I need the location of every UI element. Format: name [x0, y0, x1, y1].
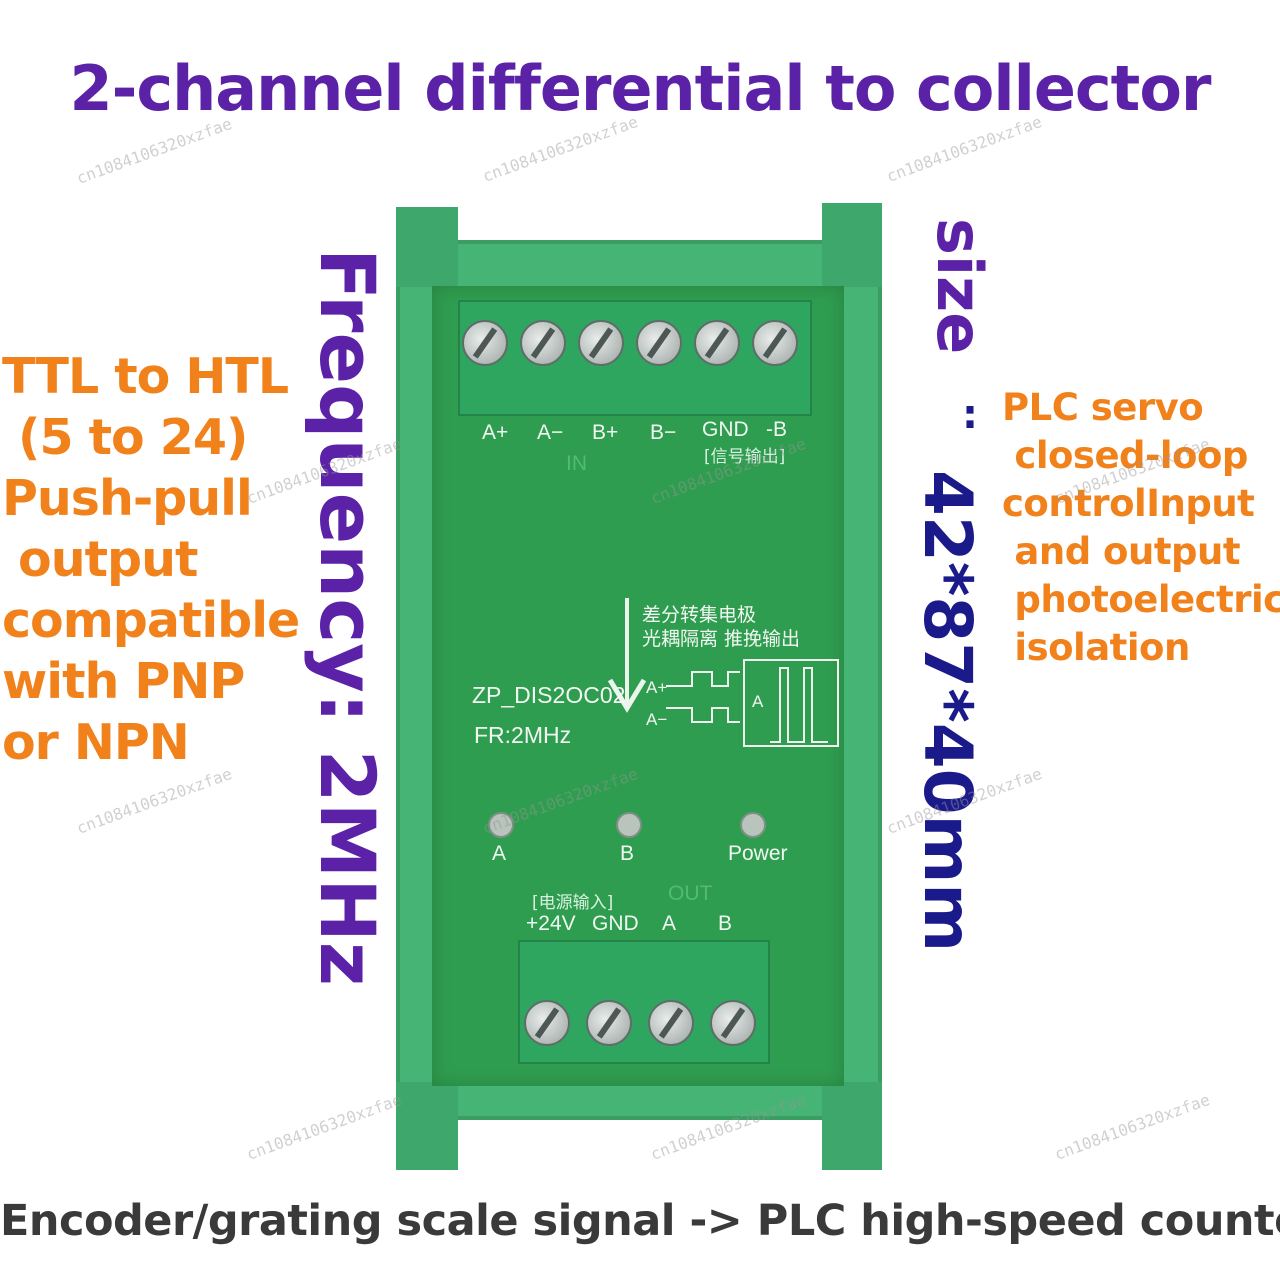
din-rail-clip [822, 203, 882, 287]
output-pin-label: +24V [526, 912, 576, 935]
screw-icon[interactable] [462, 320, 508, 366]
input-pin-label: A− [537, 421, 564, 444]
right-line: isolation [1002, 626, 1190, 669]
screw-icon[interactable] [710, 1000, 756, 1046]
screw-icon[interactable] [694, 320, 740, 366]
board-frequency: FR:2MHz [474, 722, 572, 748]
led-power-indicator [740, 812, 766, 838]
left-line: output [2, 531, 198, 588]
right-feature-text: PLC servo closed-loop controlInput and o… [1002, 384, 1280, 672]
right-line: photoelectric [1002, 578, 1280, 621]
input-pin-label: B− [650, 421, 677, 444]
arrow-down-icon [607, 598, 647, 713]
screw-icon[interactable] [520, 320, 566, 366]
screw-icon[interactable] [636, 320, 682, 366]
screw-icon[interactable] [648, 1000, 694, 1046]
wave-label: A+ [646, 678, 668, 697]
waveform-icon [666, 659, 839, 747]
power-chinese-label: [电源输入] [532, 893, 614, 913]
screw-icon[interactable] [524, 1000, 570, 1046]
left-line: compatible [2, 592, 300, 649]
led-a-indicator [488, 812, 514, 838]
footer-text: Encoder/grating scale signal -> PLC high… [0, 1196, 1280, 1246]
in-mark: IN [566, 452, 587, 475]
right-line: and output [1002, 530, 1241, 573]
input-pin-label: GND [702, 418, 749, 441]
wave-label: A− [646, 710, 668, 729]
screw-icon[interactable] [752, 320, 798, 366]
din-rail-clip [396, 1082, 458, 1170]
din-rail-clip [822, 1082, 882, 1170]
watermark-text: cn1084106320xzfae [74, 763, 235, 838]
screw-icon[interactable] [578, 320, 624, 366]
screw-icon[interactable] [586, 1000, 632, 1046]
size-value: 42*87*40mm [909, 470, 986, 953]
watermark-text: cn1084106320xzfae [244, 1089, 405, 1164]
right-line: controlInput [1002, 482, 1255, 525]
board-chinese-text: 光耦隔离 推挽输出 [642, 628, 801, 650]
output-pin-label: A [662, 912, 677, 935]
input-pin-label: B+ [592, 421, 619, 444]
watermark-text: cn1084106320xzfae [1052, 1089, 1213, 1164]
input-terminal-block [458, 300, 812, 416]
input-pin-label: A+ [482, 421, 509, 444]
led-label: A [492, 842, 507, 865]
right-line: closed-loop [1002, 434, 1248, 477]
left-line: Push-pull [2, 470, 253, 527]
left-feature-text: TTL to HTL (5 to 24) Push-pull output co… [2, 346, 300, 773]
wave-label: A [752, 692, 764, 711]
left-line: with PNP [2, 653, 245, 710]
left-line: (5 to 24) [2, 409, 248, 466]
board-chinese-text: 差分转集电极 [642, 604, 757, 626]
led-label: B [620, 842, 635, 865]
output-pin-label: B [718, 912, 733, 935]
left-line: TTL to HTL [2, 348, 289, 405]
watermark-text: cn1084106320xzfae [74, 113, 235, 188]
input-chinese-label: [信号输出] [704, 447, 786, 467]
out-mark: OUT [668, 882, 713, 905]
size-label: size [923, 218, 996, 355]
right-line: PLC servo [1002, 386, 1204, 429]
frequency-label: Frequency: 2MHz [303, 248, 392, 987]
size-colon: : [962, 392, 978, 438]
left-line: or NPN [2, 714, 190, 771]
led-label: Power [728, 842, 788, 865]
model-number: ZP_DIS2OC02 [472, 682, 626, 708]
din-rail-clip [396, 207, 458, 287]
input-pin-label: -B [766, 418, 787, 441]
led-b-indicator [616, 812, 642, 838]
output-pin-label: GND [592, 912, 639, 935]
title-text: 2-channel differential to collector [69, 52, 1211, 125]
